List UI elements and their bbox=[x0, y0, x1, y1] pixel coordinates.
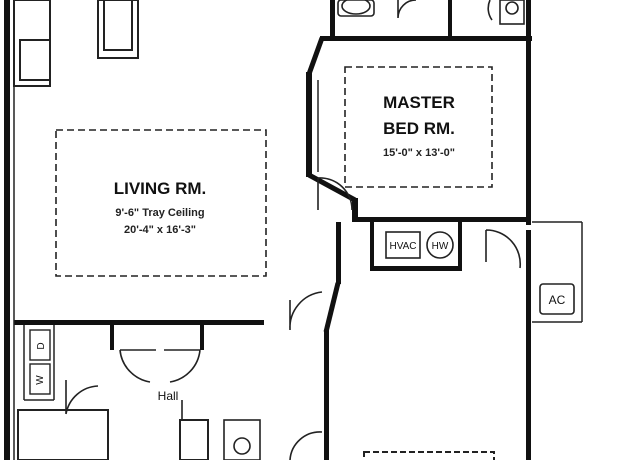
closet-door-left bbox=[119, 349, 156, 383]
table-inner bbox=[103, 0, 133, 51]
tray-ceilings bbox=[55, 66, 493, 277]
water-heater-icon bbox=[426, 231, 454, 259]
ac-label: AC bbox=[549, 293, 566, 307]
bath-fixtures bbox=[337, 0, 525, 25]
toilet-bowl bbox=[341, 0, 371, 15]
living-room-name: LIVING RM. bbox=[114, 179, 207, 198]
angled-walls bbox=[306, 37, 357, 333]
dryer-label: D bbox=[36, 342, 47, 349]
hvac-closet-wall-right bbox=[458, 222, 462, 271]
counter-mid bbox=[179, 419, 209, 460]
laundry-inner-wall bbox=[110, 320, 114, 350]
master-top-wall bbox=[320, 36, 532, 41]
angled-wall-top bbox=[306, 37, 325, 75]
closet-door-right bbox=[164, 349, 201, 383]
master-bottom-wall bbox=[352, 217, 531, 222]
living-room-size: 20'-4" x 16'-3" bbox=[124, 224, 196, 236]
left-exterior-wall bbox=[4, 0, 10, 460]
shower bbox=[499, 0, 525, 25]
master-door bbox=[317, 177, 353, 211]
master-tray-ceiling bbox=[344, 66, 493, 188]
dryer-unit bbox=[29, 329, 51, 361]
hvac-closet-wall-left bbox=[370, 222, 374, 270]
toilet-tank bbox=[337, 0, 375, 17]
laundry-door bbox=[65, 380, 99, 415]
lower-fixtures bbox=[223, 419, 261, 460]
hvac-label: HVAC bbox=[389, 241, 416, 252]
sink-cabinet bbox=[223, 419, 261, 460]
washer-label: W bbox=[35, 375, 46, 385]
living-right-wall bbox=[336, 222, 341, 284]
tub bbox=[363, 451, 495, 460]
hall-label: Hall bbox=[158, 389, 179, 403]
bath-divider-wall bbox=[448, 0, 452, 38]
master-name-line2: BED RM. bbox=[383, 119, 455, 138]
sofa-cushion bbox=[19, 39, 51, 81]
master-size: 15'-0" x 13'-0" bbox=[383, 147, 455, 159]
living-room-ceiling: 9'-6" Tray Ceiling bbox=[115, 207, 204, 219]
master-left-wall-lower bbox=[352, 198, 358, 222]
right-wall-lower bbox=[526, 230, 531, 460]
walls bbox=[4, 0, 532, 460]
bath-lower-door bbox=[289, 431, 323, 460]
sink-icon bbox=[233, 437, 251, 455]
right-wall-upper bbox=[526, 0, 531, 225]
water-heater-label: HW bbox=[432, 241, 449, 252]
furniture bbox=[13, 0, 495, 460]
bath-wall-left bbox=[330, 0, 335, 38]
master-name-line1: MASTER bbox=[383, 93, 455, 112]
master-left-wall-upper bbox=[306, 72, 312, 177]
laundry-top-wall bbox=[14, 320, 264, 325]
table bbox=[97, 0, 139, 59]
hall-door bbox=[289, 291, 323, 331]
shower-drain-icon bbox=[505, 1, 519, 15]
hvac-closet-wall-bottom bbox=[370, 266, 460, 271]
closet-inner-wall bbox=[200, 320, 204, 350]
ac-door bbox=[485, 229, 522, 269]
bath-door bbox=[397, 0, 417, 19]
hall-right-wall bbox=[324, 330, 329, 460]
hvac-unit bbox=[385, 231, 421, 259]
closet-door bbox=[487, 0, 493, 21]
angled-wall-bottom bbox=[307, 172, 357, 203]
counter-left bbox=[17, 409, 109, 460]
thin-lines bbox=[13, 0, 583, 460]
doors bbox=[65, 0, 522, 460]
living-tray-ceiling bbox=[55, 129, 267, 277]
ac-unit bbox=[539, 283, 575, 315]
angled-wall-hall bbox=[323, 282, 341, 333]
washer-unit bbox=[29, 363, 51, 395]
